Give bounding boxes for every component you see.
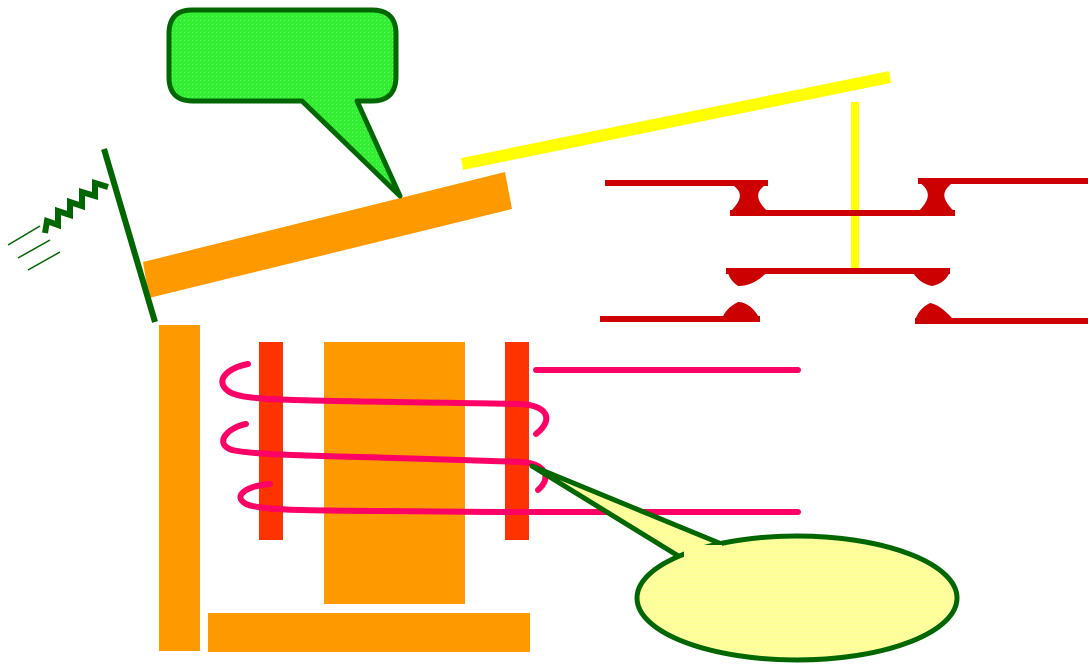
contact-point-bottom-right [915,303,955,321]
coil-callout-bubble [634,533,960,663]
armature-callout-bubble [166,7,403,199]
coil-callout [529,463,960,663]
coil-turn-3 [237,481,503,515]
push-rod-arm [460,71,892,170]
armature [143,172,512,298]
yoke [159,325,530,652]
contact-point-lower-right [912,271,950,286]
contact-point-lower-left [728,271,768,286]
contacts [600,178,1088,324]
armature-callout [166,7,403,199]
coil-callout-seam [684,545,722,559]
spring-anchor-tick-2 [17,239,51,259]
spring-anchor-tick-3 [27,251,61,271]
contact-point-bottom-left [722,302,760,319]
yoke-vertical [159,325,200,651]
return-spring [7,148,158,323]
bobbin-flange-right [505,342,529,540]
contact-point-top-left [730,183,768,212]
spring-coils [42,178,109,234]
armature-pivot-lever [101,148,158,323]
push-rod [460,71,892,270]
contact-point-top-right [918,181,955,212]
coil-turn-1 [219,361,550,437]
iron-core [324,342,465,604]
yoke-base [208,613,530,652]
spring-anchor-tick-1 [7,225,41,246]
